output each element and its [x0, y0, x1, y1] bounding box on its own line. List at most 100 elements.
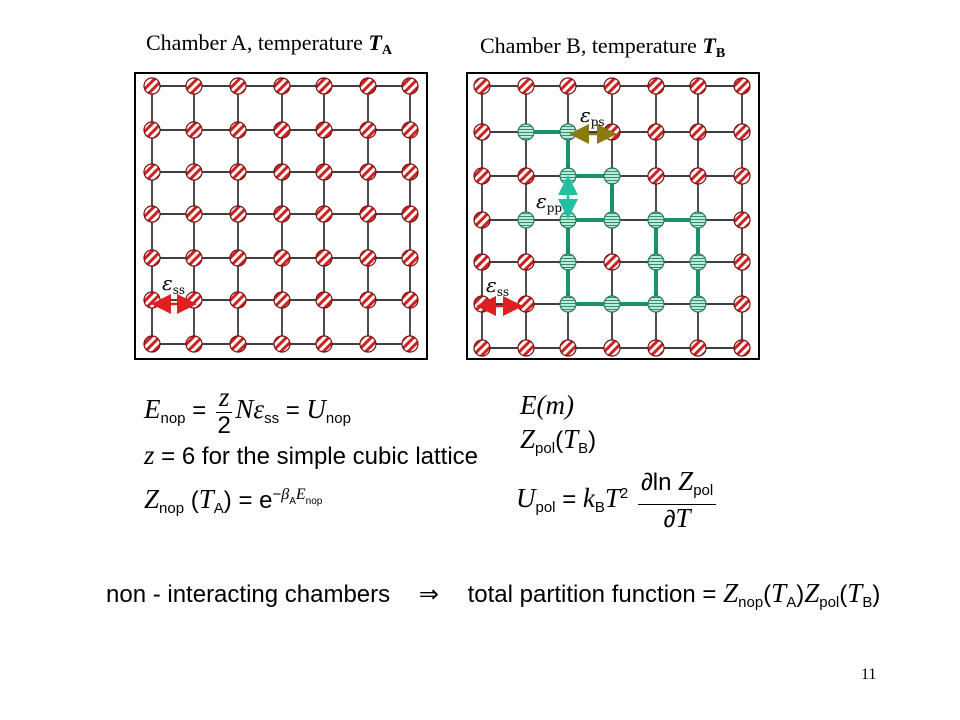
solvent-molecule [647, 77, 665, 95]
solvent-molecule [185, 205, 203, 223]
solvent-molecule [315, 249, 333, 267]
solvent-molecule [733, 167, 751, 185]
solvent-molecule [733, 295, 751, 313]
eps-ps-label: εps [580, 103, 605, 129]
chamber-a-title: Chamber A, temperature TA [146, 30, 392, 59]
solvent-molecule [473, 167, 491, 185]
polymer-segment [689, 253, 707, 271]
solvent-molecule [229, 121, 247, 139]
solvent-molecule [401, 121, 419, 139]
solvent-molecule [229, 163, 247, 181]
solvent-molecule [559, 339, 577, 357]
solvent-molecule [359, 205, 377, 223]
solvent-molecule [229, 249, 247, 267]
solvent-molecule [273, 121, 291, 139]
polymer-segment [647, 211, 665, 229]
solvent-molecule [401, 77, 419, 95]
chamber-a-lattice: εss [134, 72, 428, 360]
implies-arrow-icon: ⇒ [418, 581, 439, 608]
chamber-b-temp-sub: B [715, 46, 726, 61]
chamber-b-title-text: Chamber B, temperature [480, 33, 703, 58]
solvent-molecule [143, 163, 161, 181]
polymer-segment [689, 211, 707, 229]
solvent-molecule [603, 253, 621, 271]
solvent-molecule [401, 335, 419, 353]
solvent-molecule [359, 163, 377, 181]
total-partition-statement: non - interacting chambers ⇒ total parti… [106, 578, 881, 611]
chamber-b-sites [473, 77, 751, 357]
polymer-segment [603, 167, 621, 185]
solvent-molecule [315, 205, 333, 223]
solvent-molecule [559, 77, 577, 95]
polymer-segment [647, 295, 665, 313]
solvent-molecule [733, 339, 751, 357]
solvent-molecule [401, 249, 419, 267]
solvent-molecule [473, 211, 491, 229]
solvent-molecule [315, 163, 333, 181]
page-number: 11 [861, 666, 877, 683]
chamber-b-lattice: εps εpp εss [466, 72, 760, 360]
solvent-molecule [647, 167, 665, 185]
polymer-segment [689, 295, 707, 313]
solvent-molecule [517, 295, 535, 313]
polymer-segment [517, 123, 535, 141]
eps-ss-label-b: εss [486, 273, 509, 299]
solvent-molecule [143, 335, 161, 353]
dlnz-dt-fraction: ∂ln Zpol∂T [637, 468, 717, 533]
polymer-segment [603, 211, 621, 229]
solvent-molecule [229, 335, 247, 353]
polymer-segment [559, 253, 577, 271]
solvent-molecule [143, 291, 161, 309]
solvent-molecule [689, 339, 707, 357]
solvent-molecule [689, 123, 707, 141]
solvent-molecule [689, 167, 707, 185]
solvent-molecule [517, 167, 535, 185]
polymer-segment [647, 253, 665, 271]
polymer-segment [517, 211, 535, 229]
solvent-molecule [185, 163, 203, 181]
solvent-molecule [733, 77, 751, 95]
solvent-molecule [733, 211, 751, 229]
solvent-molecule [603, 339, 621, 357]
solvent-molecule [273, 249, 291, 267]
partition-function-nop: Znop (TA) = e−βAEnop [144, 484, 323, 517]
solvent-molecule [401, 163, 419, 181]
eps-pp-label: εpp [536, 189, 562, 215]
solvent-molecule [359, 335, 377, 353]
solvent-molecule [143, 121, 161, 139]
polymer-segment [603, 295, 621, 313]
solvent-molecule [273, 77, 291, 95]
solvent-molecule [473, 77, 491, 95]
solvent-molecule [517, 253, 535, 271]
solvent-molecule [185, 121, 203, 139]
solvent-molecule [143, 77, 161, 95]
solvent-molecule [689, 77, 707, 95]
solvent-molecule [647, 339, 665, 357]
solvent-molecule [229, 291, 247, 309]
solvent-molecule [401, 291, 419, 309]
solvent-molecule [185, 335, 203, 353]
solvent-molecule [229, 77, 247, 95]
lattice-coordination-statement: z = 6 for the simple cubic lattice [144, 440, 479, 470]
solvent-molecule [273, 291, 291, 309]
solvent-molecule [359, 77, 377, 95]
solvent-molecule [647, 123, 665, 141]
solvent-molecule [185, 249, 203, 267]
total-partition-text: total partition function [467, 581, 696, 608]
polymer-partition-function: Zpol(TB) [520, 424, 597, 457]
solvent-molecule [603, 123, 621, 141]
solvent-molecule [517, 77, 535, 95]
solvent-molecule [473, 123, 491, 141]
solvent-molecule [143, 249, 161, 267]
solvent-molecule [473, 253, 491, 271]
solvent-molecule [733, 123, 751, 141]
solvent-molecule [315, 77, 333, 95]
solvent-molecule [473, 339, 491, 357]
eps-ss-label: εss [162, 271, 185, 297]
non-interacting-text: non - interacting chambers [106, 581, 391, 608]
solvent-molecule [315, 121, 333, 139]
chamber-a-temp-symbol: T [368, 30, 382, 55]
polymer-energy: E(m) [520, 390, 574, 420]
solvent-molecule [273, 163, 291, 181]
